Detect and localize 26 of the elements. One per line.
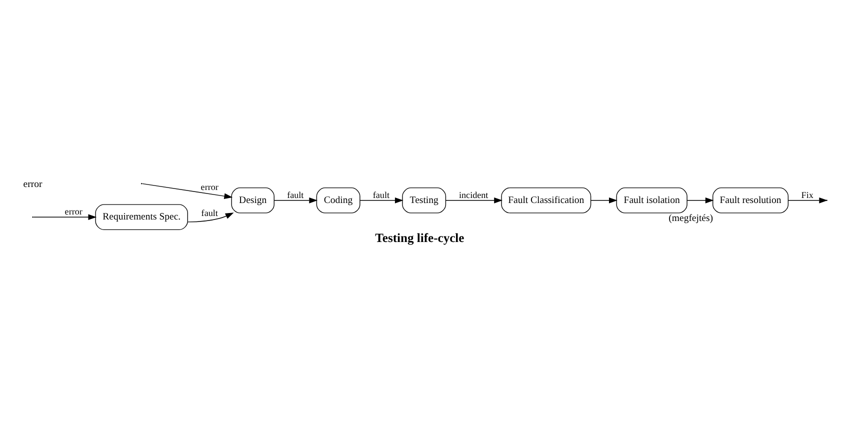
node-box: Fault isolation [616,187,688,214]
arrow [187,212,234,222]
arrow [686,197,714,204]
node-label: (megfejtés) [668,212,714,224]
arrow [360,197,404,204]
edge-label: fault [372,190,390,200]
arrow [445,197,502,204]
edge-label: incident [459,190,488,200]
edge-label: Fix [801,190,814,200]
edge-label: error [200,182,218,192]
arrow [590,197,618,204]
edge-label: error [64,206,82,217]
node-box: Requirements Spec. [95,204,188,230]
node-box: Fault resolution [712,187,789,214]
arrow [274,197,318,204]
label: error [23,178,42,190]
node-box: Design [231,187,274,214]
node-box: Fault Classification [501,187,592,214]
edge-label: fault [287,190,304,200]
caption: Testing life-cycle [375,230,464,245]
arrow [33,214,97,220]
node-box: Coding [316,187,360,214]
node-box: Testing [402,187,446,214]
edge-label: fault [201,208,218,218]
arrow [142,183,233,200]
arrow [788,197,828,204]
